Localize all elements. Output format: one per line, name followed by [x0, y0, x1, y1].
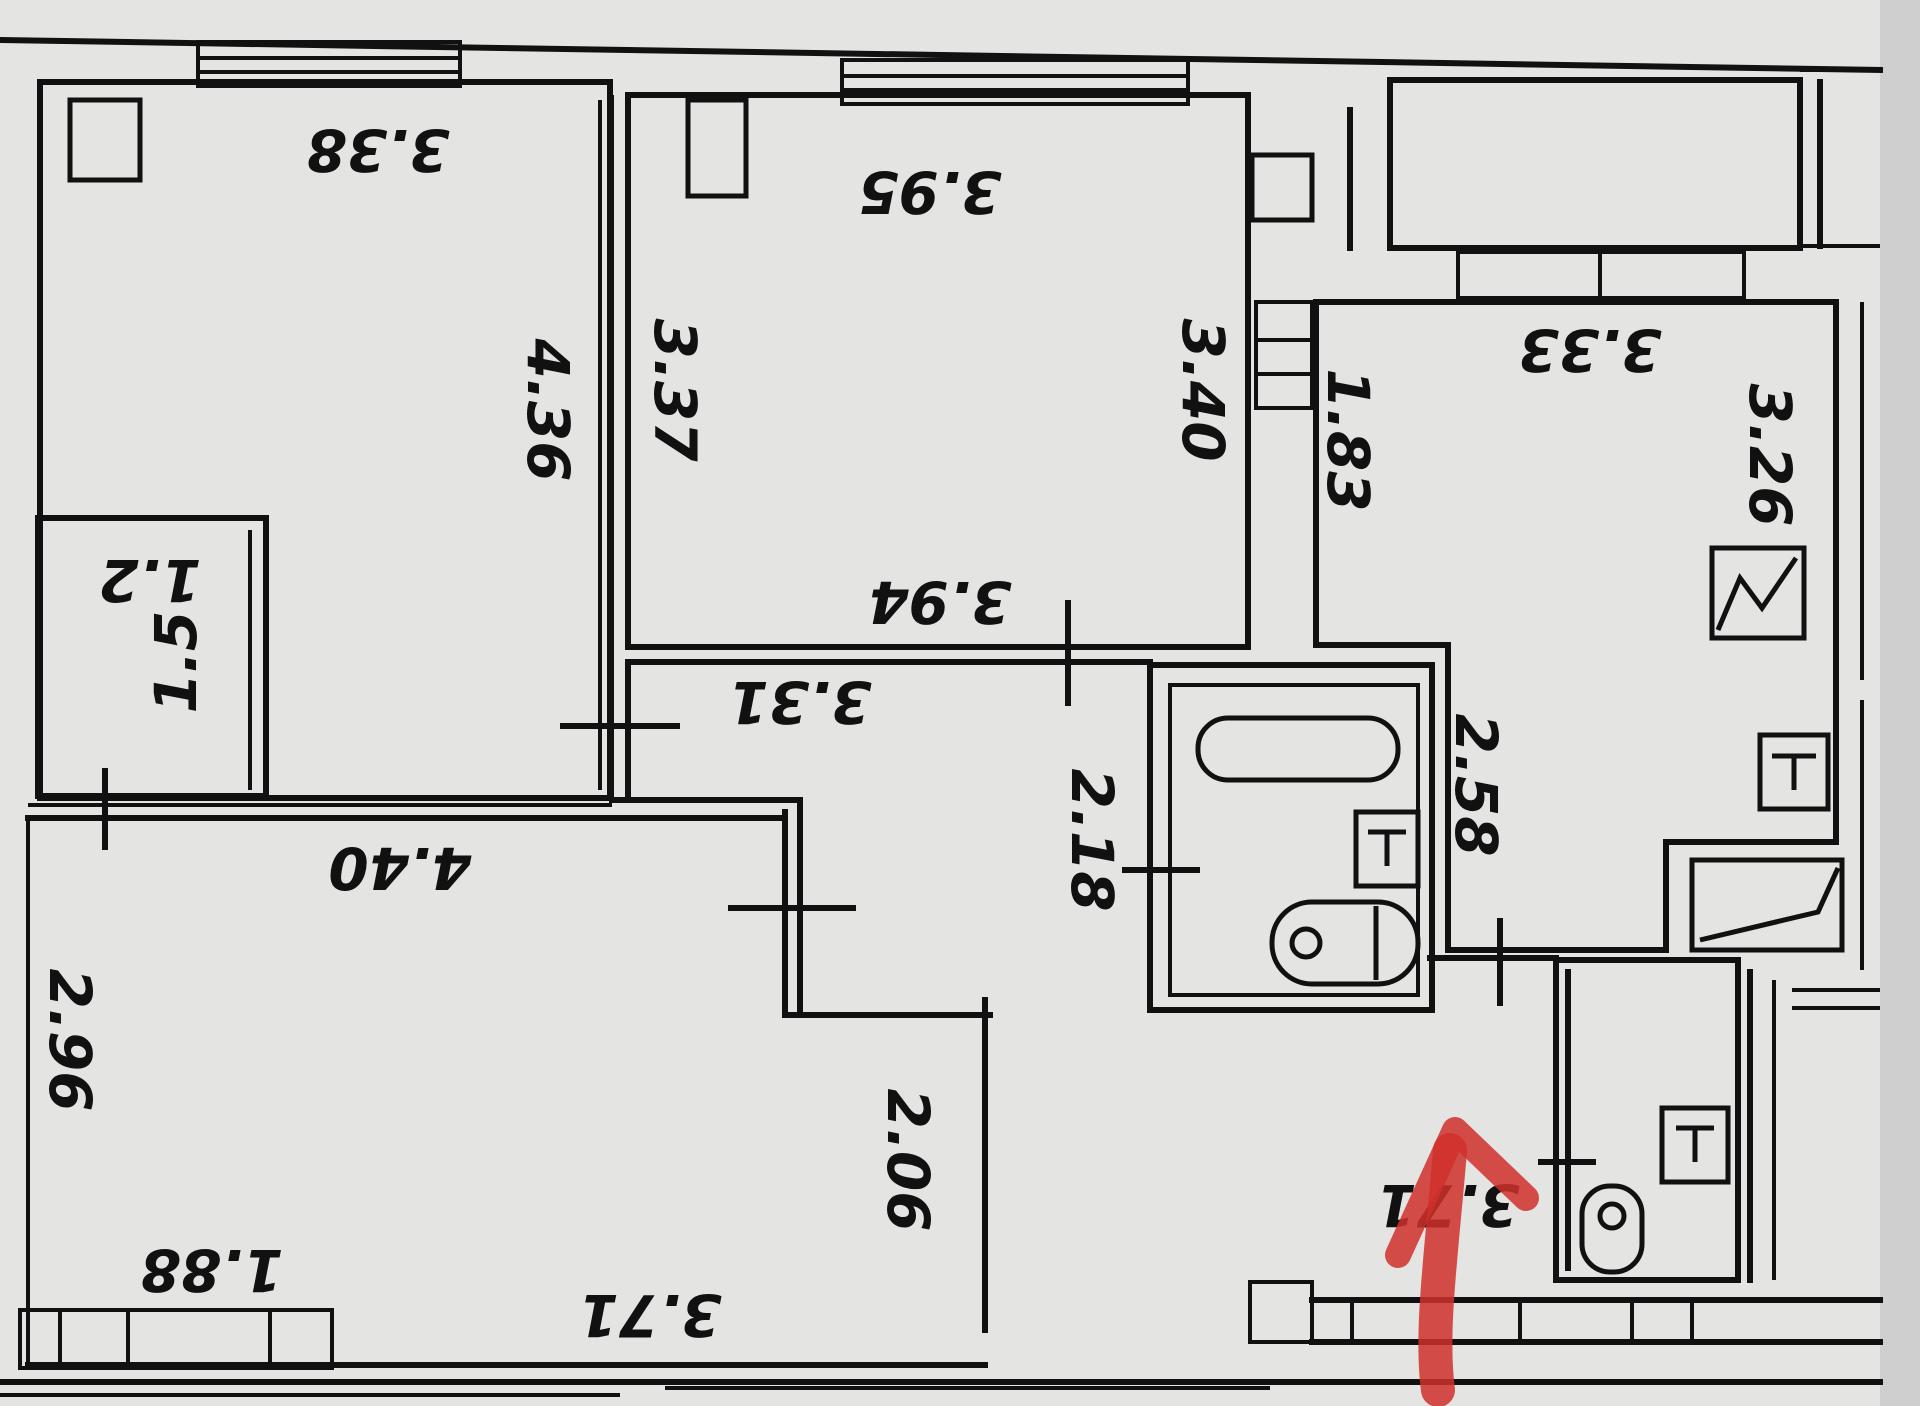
dim-hall-length: 3.31: [728, 668, 871, 736]
radiator-hall: [1249, 152, 1315, 223]
dim-bath-width: 2.18: [1058, 768, 1126, 911]
dim-kitchen-length: 3.26: [1736, 383, 1804, 526]
kitchen-counter-icon: [1689, 857, 1845, 953]
dim-room-1-width: 3.38: [306, 116, 449, 184]
dim-closet-length: 1.5: [142, 611, 210, 714]
dim-room-2-width-top: 3.95: [858, 158, 1001, 226]
dim-bath-length: 2.58: [1442, 713, 1510, 856]
dim-room-3-width: 4.40: [328, 834, 472, 902]
dim-room-3-niche: 1.88: [140, 1236, 283, 1304]
room-3: [18, 803, 988, 1370]
window-room-1: [196, 40, 462, 88]
dim-room-2-length-right: 3.40: [1169, 318, 1237, 461]
hall: [609, 659, 1559, 1333]
entrance-arrow-icon: [1385, 1117, 1539, 1406]
dim-room-2-length-left: 3.37: [641, 318, 709, 462]
kitchen-sink-icon: [1757, 732, 1831, 812]
paper-edge-shadow: [1880, 0, 1920, 1406]
dim-room-1-length: 4.36: [514, 337, 582, 481]
window-room-3: [18, 1308, 334, 1370]
window-room-2: [840, 58, 1190, 106]
bathtub-icon: [1195, 715, 1401, 783]
closet: [35, 515, 269, 799]
stove-icon: [1709, 545, 1807, 641]
toilet-icon: [1269, 899, 1421, 987]
dimension-labels: 3.38 4.36 1.2 1.5 3.95 3.37 3.40 3.94 3.…: [36, 116, 1804, 1349]
kitchen: [1254, 299, 1864, 970]
bathroom-sink-icon: [1353, 809, 1421, 889]
dim-room-3-bottom: 3.71: [578, 1281, 721, 1349]
dim-room-2-width-bottom: 3.94: [868, 568, 1011, 636]
wc-toilet-icon: [1579, 1183, 1645, 1275]
dim-closet-width: 1.2: [99, 546, 202, 614]
radiator-room-2: [685, 97, 749, 199]
wc: [1538, 957, 1880, 1283]
wc-sink-icon: [1659, 1105, 1731, 1185]
dim-kitchen-width: 3.33: [1518, 316, 1661, 384]
dim-kitchen-side: 1.83: [1314, 368, 1382, 511]
radiator-room-1: [67, 97, 143, 183]
door-marks: [102, 600, 1540, 1006]
balcony: [1387, 68, 1880, 300]
bathroom: [1147, 662, 1435, 1013]
room-2: [610, 92, 1353, 800]
entrance-wall: [0, 1280, 1883, 1397]
dim-room-3-length: 2.96: [36, 968, 104, 1111]
dim-room-3-side: 2.06: [874, 1088, 942, 1231]
